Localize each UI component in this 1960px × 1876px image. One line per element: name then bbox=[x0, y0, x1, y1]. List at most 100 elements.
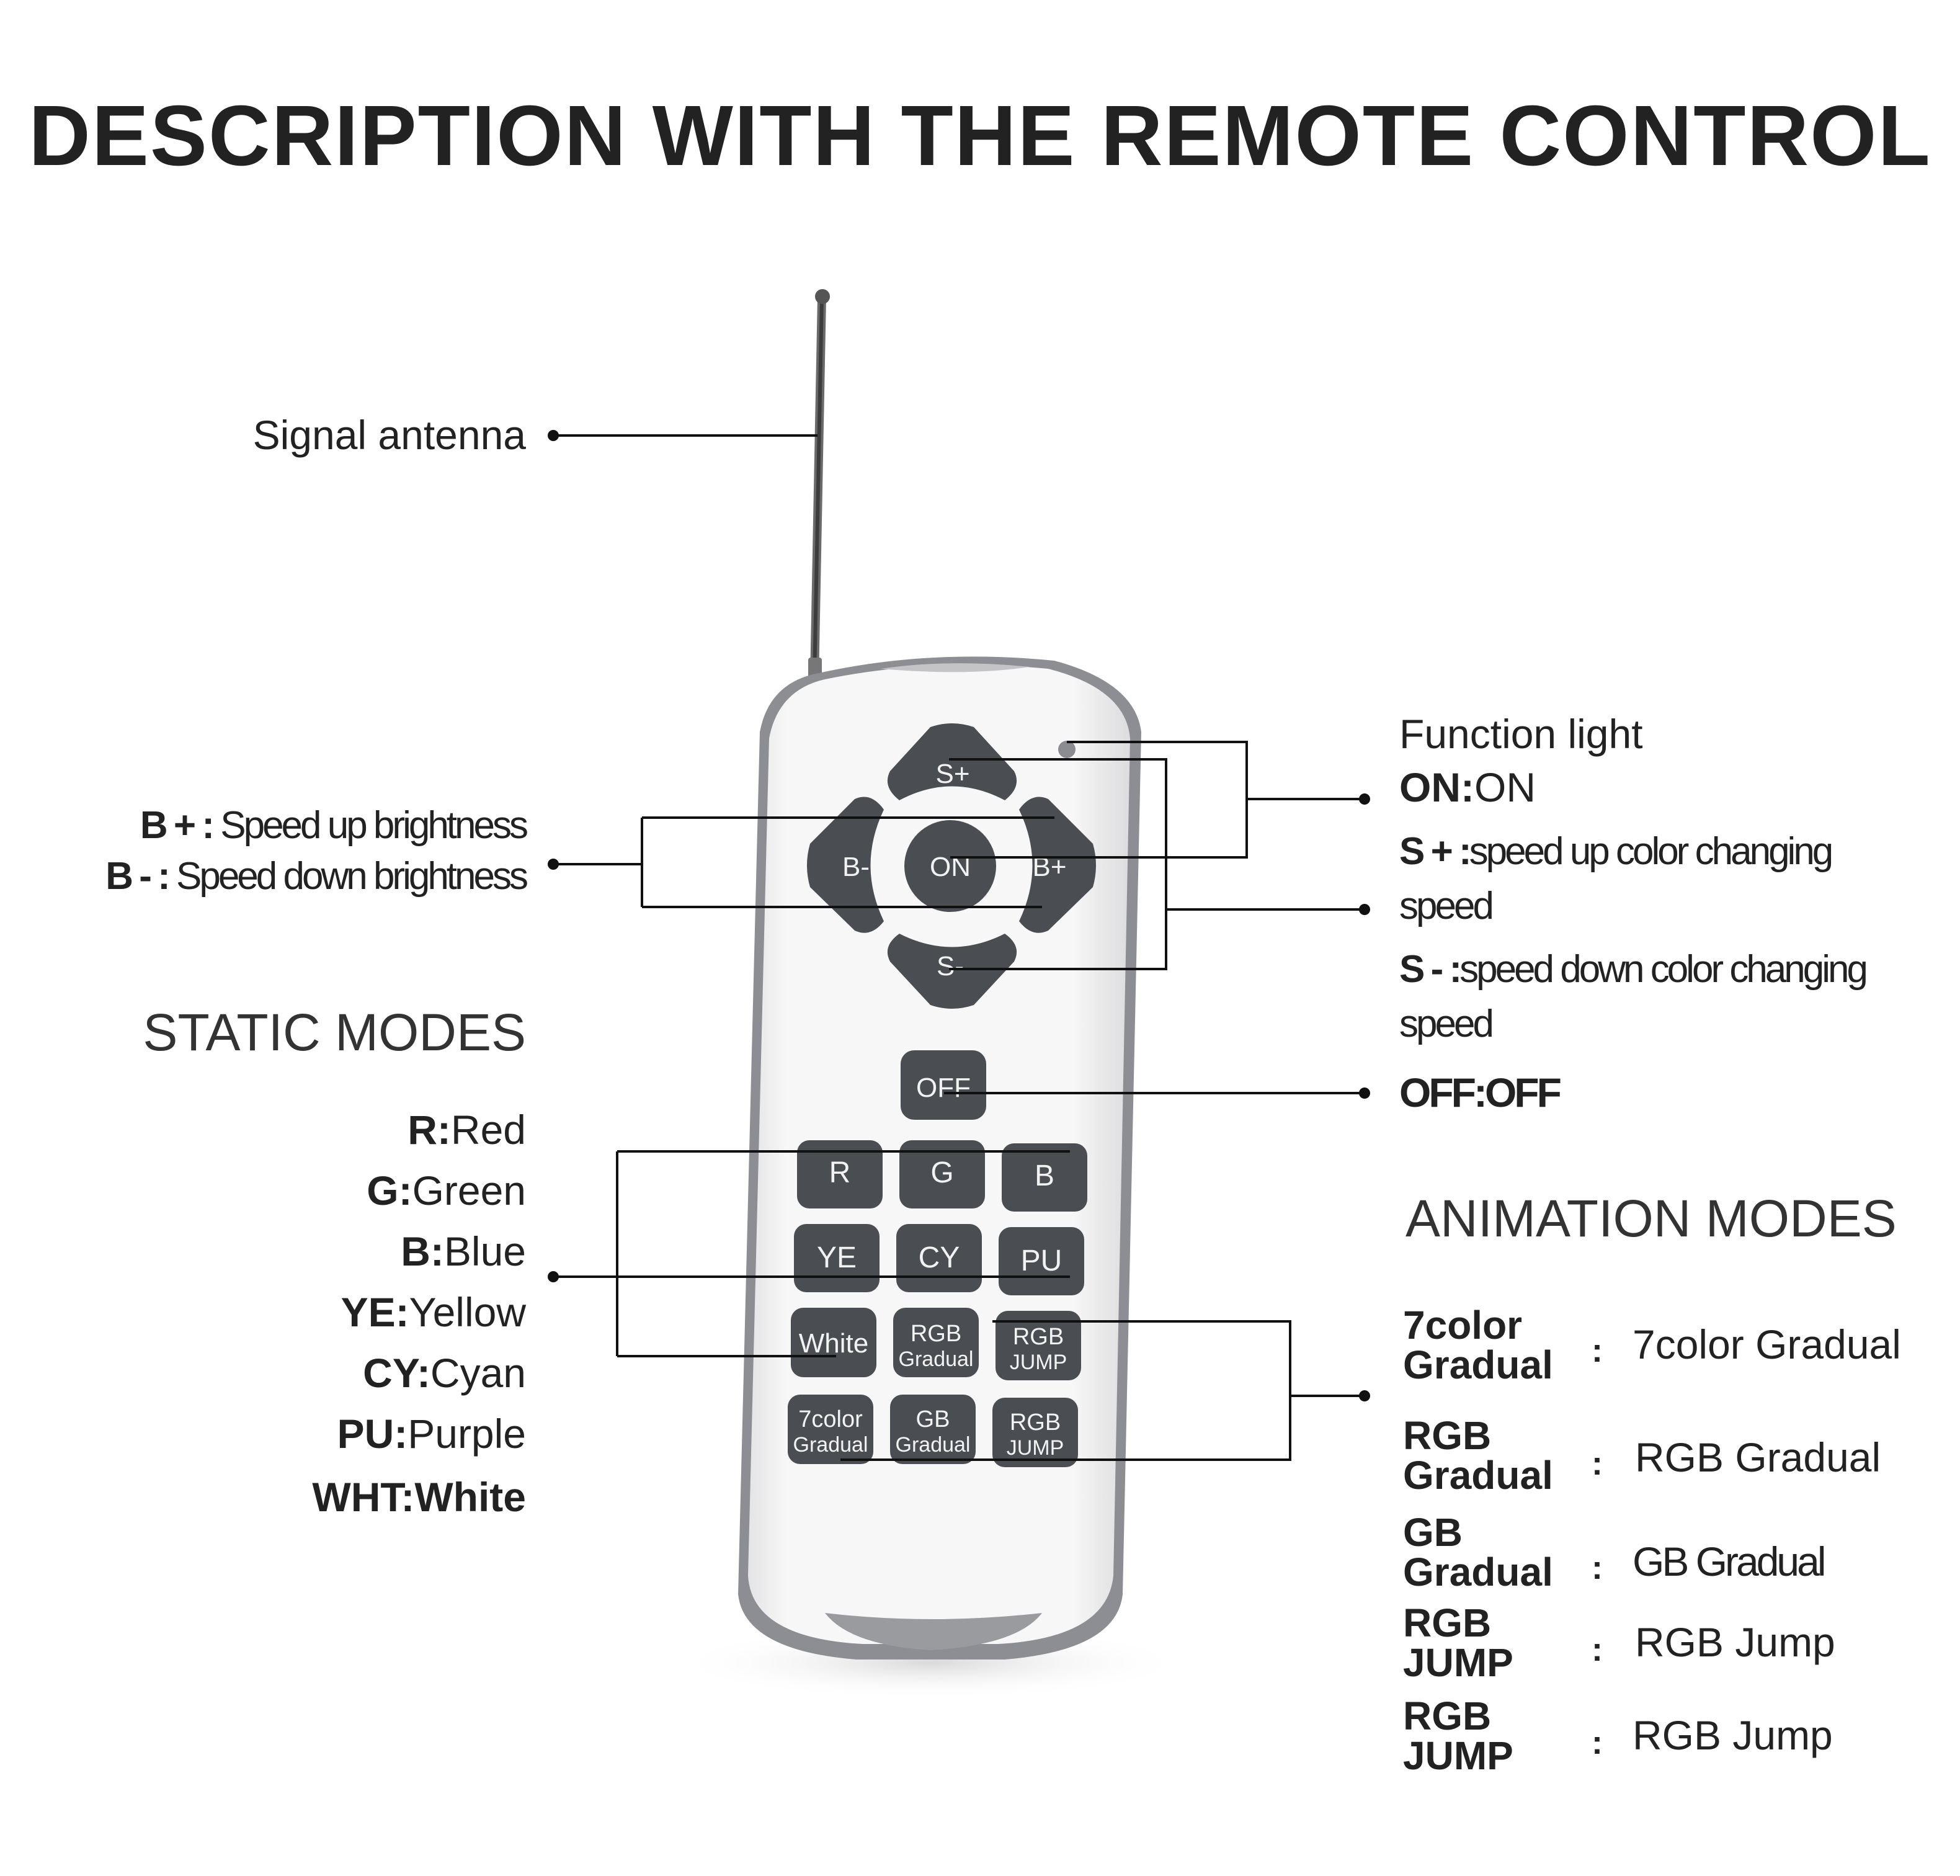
rgb-jump-button-label-2: JUMP bbox=[1010, 1351, 1067, 1374]
g-button-label: G bbox=[930, 1156, 953, 1189]
function-light-leader-line bbox=[950, 741, 1365, 859]
b-minus-text: Speed down brightness bbox=[167, 855, 528, 898]
s-plus-description-line2: speed bbox=[1399, 885, 1494, 927]
static-mode-item: G:Green bbox=[367, 1170, 526, 1211]
static-mode-value: Green bbox=[412, 1168, 526, 1213]
cy-button-label: CY bbox=[919, 1241, 960, 1274]
b-plus-text: Speed up brightness bbox=[212, 804, 528, 847]
b-plus-key: B + : bbox=[140, 804, 215, 847]
7color-gradual-button-label-2: Gradual bbox=[793, 1433, 868, 1457]
pu-button[interactable] bbox=[999, 1227, 1084, 1295]
animation-mode-value: GB Gradual bbox=[1633, 1539, 1826, 1584]
static-mode-value: Yellow bbox=[409, 1289, 526, 1335]
static-mode-item: CY:Cyan bbox=[363, 1352, 526, 1393]
static-mode-value: White bbox=[414, 1474, 526, 1520]
s-plus-key: S + : bbox=[1399, 830, 1472, 873]
rgb-gradual-button-label-1: RGB bbox=[911, 1321, 961, 1347]
static-modes-leader-line bbox=[553, 1150, 1070, 1357]
animation-modes-leader-line bbox=[840, 1320, 1365, 1461]
s-minus-key: S - : bbox=[1399, 948, 1462, 991]
animation-mode-value: RGB Jump bbox=[1635, 1619, 1835, 1665]
on-button[interactable] bbox=[904, 820, 996, 912]
ye-button-label: YE bbox=[817, 1241, 857, 1274]
static-mode-key: CY: bbox=[363, 1350, 430, 1396]
white-button[interactable] bbox=[791, 1308, 876, 1377]
leader-lines bbox=[553, 434, 1365, 1461]
dpad: S+ S- B- B+ ON bbox=[807, 723, 1096, 1009]
s-minus-description-line2: speed bbox=[1399, 1003, 1494, 1045]
rgb-gradual-button-label-2: Gradual bbox=[899, 1347, 974, 1371]
static-mode-key: PU: bbox=[337, 1411, 408, 1457]
static-mode-key: YE: bbox=[341, 1289, 409, 1335]
animation-mode-key-line1: RGB bbox=[1403, 1694, 1492, 1738]
animation-mode-separator: : bbox=[1592, 1549, 1603, 1586]
static-mode-item: B:Blue bbox=[401, 1231, 526, 1272]
leader-dots bbox=[548, 430, 1370, 1401]
rgb-gradual-button[interactable] bbox=[893, 1308, 979, 1377]
rgb-jump-button[interactable] bbox=[996, 1311, 1081, 1380]
s-plus-text: speed up color changing bbox=[1469, 830, 1834, 873]
r-button-label: R bbox=[829, 1156, 851, 1189]
g-button[interactable] bbox=[899, 1140, 985, 1208]
7color-gradual-button-label-1: 7color bbox=[798, 1406, 863, 1432]
animation-mode-value: 7color Gradual bbox=[1633, 1321, 1901, 1367]
animation-mode-key-line1: RGB bbox=[1403, 1413, 1492, 1458]
s-minus-button-label: S- bbox=[937, 951, 964, 981]
rgb-jump-button-label-1: RGB bbox=[1013, 1324, 1064, 1350]
b-minus-button-label: B- bbox=[842, 852, 870, 882]
rgb-jump-button-2-label-2: JUMP bbox=[1007, 1436, 1064, 1460]
r-button[interactable] bbox=[797, 1140, 883, 1208]
animation-mode-item: RGB Gradual bbox=[1403, 1416, 1553, 1495]
rgb-jump-button-2[interactable] bbox=[992, 1398, 1078, 1467]
animation-mode-item: GB Gradual bbox=[1403, 1512, 1553, 1592]
s-minus-text: speed down color changing bbox=[1459, 948, 1868, 991]
animation-mode-item: RGB JUMP bbox=[1403, 1696, 1513, 1776]
off-button-label: OFF bbox=[916, 1073, 971, 1103]
static-mode-key: G: bbox=[367, 1168, 412, 1213]
animation-mode-key-line2: JUMP bbox=[1403, 1733, 1513, 1778]
s-minus-button[interactable] bbox=[887, 934, 1017, 1009]
off-button[interactable] bbox=[901, 1050, 986, 1120]
rgb-jump-button-2-label-1: RGB bbox=[1010, 1409, 1061, 1436]
off-text: OFF bbox=[1484, 1070, 1562, 1115]
on-text: ON bbox=[1474, 764, 1536, 810]
page-title: DESCRIPTION WITH THE REMOTE CONTROL bbox=[29, 88, 1931, 184]
s-plus-button[interactable] bbox=[887, 723, 1017, 800]
b-plus-button[interactable] bbox=[1019, 797, 1096, 933]
static-mode-key: B: bbox=[401, 1228, 444, 1274]
animation-mode-separator: : bbox=[1592, 1631, 1603, 1668]
b-minus-button[interactable] bbox=[807, 797, 884, 933]
b-plus-description: B + : Speed up brightness bbox=[140, 804, 528, 847]
b-button[interactable] bbox=[1002, 1143, 1087, 1212]
static-mode-value: Purple bbox=[408, 1411, 526, 1457]
7color-gradual-button[interactable] bbox=[788, 1395, 873, 1464]
gb-gradual-button-label-1: GB bbox=[916, 1406, 950, 1432]
static-mode-item: R:Red bbox=[408, 1109, 526, 1150]
b-button-label: B bbox=[1035, 1159, 1054, 1192]
b-minus-key: B - : bbox=[105, 855, 171, 898]
off-key: OFF bbox=[901, 1050, 986, 1120]
animation-mode-key-line2: Gradual bbox=[1403, 1342, 1553, 1387]
white-button-label: White bbox=[799, 1328, 868, 1359]
static-mode-value: Blue bbox=[443, 1228, 526, 1274]
animation-mode-separator: : bbox=[1592, 1445, 1603, 1482]
static-mode-item: YE:Yellow bbox=[341, 1292, 526, 1333]
gb-gradual-button[interactable] bbox=[890, 1395, 976, 1464]
brightness-leader-line bbox=[553, 816, 1054, 908]
on-description: ON:ON bbox=[1399, 767, 1536, 808]
animation-mode-key-line2: JUMP bbox=[1403, 1640, 1513, 1685]
animation-mode-value: RGB Gradual bbox=[1635, 1434, 1881, 1480]
animation-mode-key-line2: Gradual bbox=[1403, 1550, 1553, 1594]
animation-mode-key-line1: RGB bbox=[1403, 1601, 1492, 1645]
s-plus-description: S + :speed up color changing bbox=[1399, 830, 1834, 873]
off-description: OFF:OFF bbox=[1399, 1070, 1562, 1115]
speed-leader-line bbox=[949, 758, 1365, 970]
pu-button-label: PU bbox=[1021, 1244, 1062, 1277]
ye-button[interactable] bbox=[794, 1224, 880, 1292]
animation-mode-key-line2: Gradual bbox=[1403, 1453, 1553, 1498]
cy-button[interactable] bbox=[896, 1224, 982, 1292]
static-mode-value: Red bbox=[450, 1107, 526, 1153]
s-minus-description: S - :speed down color changing bbox=[1399, 948, 1868, 991]
antenna bbox=[808, 289, 830, 684]
on-key: ON: bbox=[1399, 764, 1474, 810]
